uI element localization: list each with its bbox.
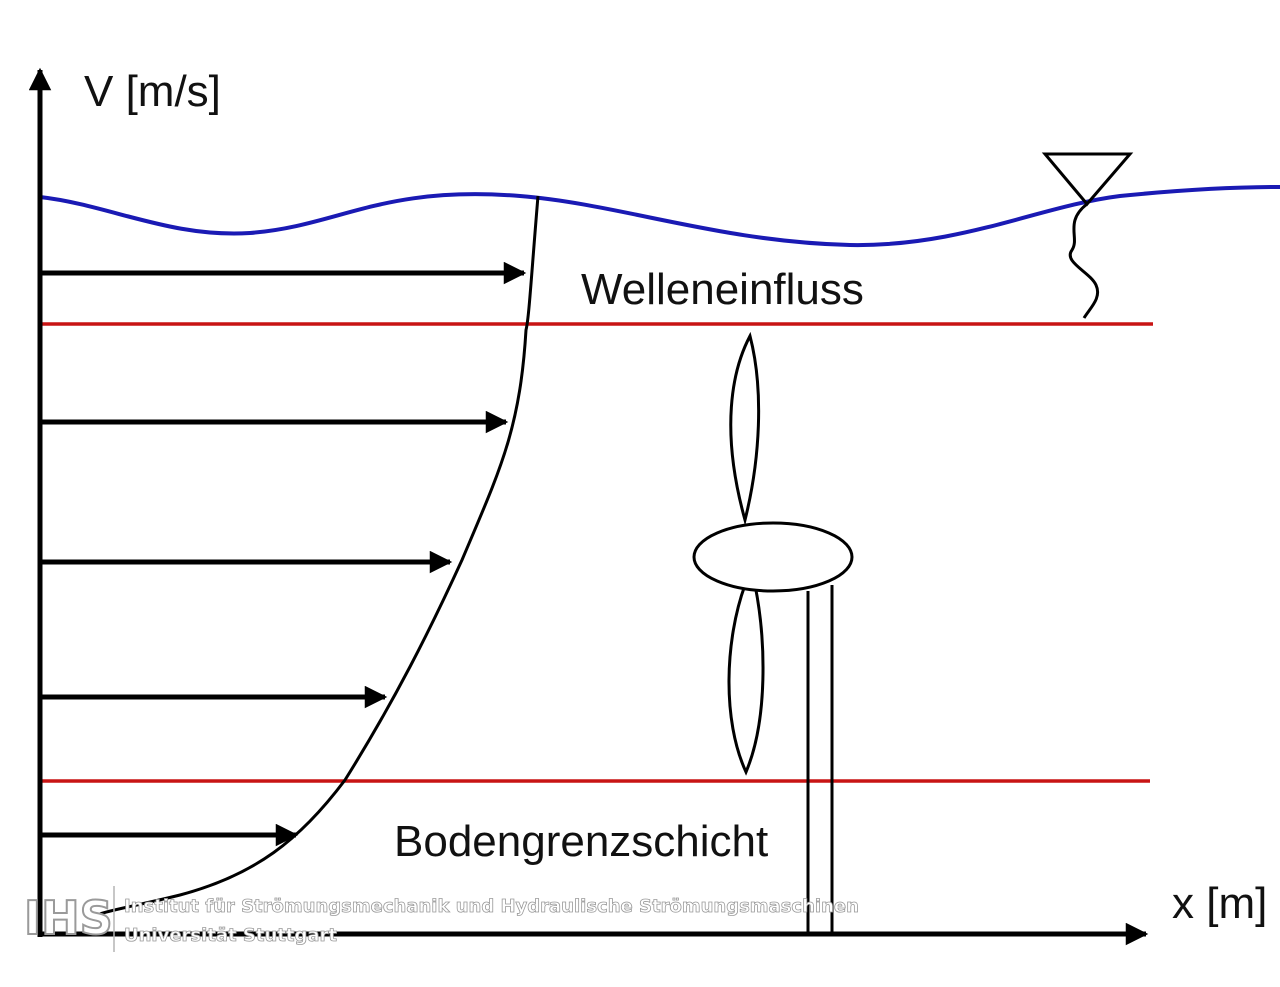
wave-zone-label: Welleneinfluss — [581, 265, 864, 314]
wind-turbine-icon — [692, 331, 854, 934]
water-level-triangle-icon — [1041, 152, 1134, 319]
x-axis-label: x [m] — [1172, 879, 1267, 928]
y-axis-label: V [m/s] — [84, 67, 221, 116]
ihs-watermark: IHS Institut für Strömungsmechanik und H… — [23, 886, 859, 952]
ihs-logo: IHS — [24, 891, 113, 945]
water-surface-line — [39, 185, 1280, 248]
watermark-institute: Institut für Strömungsmechanik und Hydra… — [124, 896, 859, 917]
velocity-profile-curve — [99, 195, 540, 916]
watermark-university: Universität Stuttgart — [124, 925, 337, 946]
boundary-zone-label: Bodengrenzschicht — [394, 817, 768, 866]
